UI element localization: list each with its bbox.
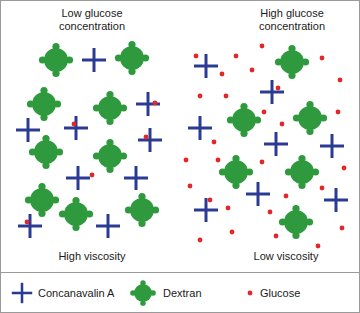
concanavalin-symbol [136,92,160,116]
concanavalin-symbol [320,134,344,158]
glucose-dot [90,173,95,178]
dextran-symbol [27,87,61,121]
concanavalin-symbol [96,214,120,238]
glucose-dot [220,72,225,77]
concanavalin-symbol [12,283,32,303]
glucose-dot [320,186,325,191]
dextran-symbol [39,43,73,77]
concanavalin-symbol [18,214,42,238]
glucose-dot [248,291,253,296]
glucose-dot [320,56,325,61]
concanavalin-symbol [138,128,162,152]
concanavalin-symbol [124,166,148,190]
panel-heading: High glucose concentration [242,7,342,33]
divider [0,272,360,273]
glucose-dot [72,122,77,127]
dextran-symbol [29,135,63,169]
glucose-dot [280,122,285,127]
glucose-dot [260,44,265,49]
concanavalin-symbol [194,54,218,78]
concanavalin-symbol [188,116,212,140]
glucose-dot [224,94,229,99]
glucose-dot [274,234,279,239]
dextran-symbol [219,155,253,189]
concanavalin-symbol [66,166,90,190]
dextran-symbol [93,91,127,125]
panel-caption: High viscosity [32,250,152,263]
concanavalin-symbol [260,80,284,104]
glucose-dot [342,166,347,171]
glucose-dot [208,198,213,203]
glucose-dot [340,226,345,231]
glucose-dot [198,238,203,243]
concanavalin-symbol [82,48,106,72]
dextran-symbol [285,155,319,189]
dextran-symbol [279,205,313,239]
glucose-dot [338,78,343,83]
glucose-dot [144,135,149,140]
dextran-symbol [93,139,127,173]
glucose-dot [198,94,203,99]
legend-samples [12,280,253,306]
glucose-dot [284,194,289,199]
concanavalin-symbol [16,118,40,142]
legend-label: Dextran [163,287,202,300]
dextran-symbol [25,183,59,217]
dextran-symbol [125,193,159,227]
glucose-dot [194,54,199,59]
glucose-dot [316,244,321,249]
panel-heading: Low glucose concentration [42,7,142,33]
legend-label: Concanavalin A [38,287,114,300]
concanavalin-symbol [64,116,88,140]
concanavalin-symbol [264,132,288,156]
glucose-dot [230,230,235,235]
glucose-dot [268,210,273,215]
glucose-dot [184,158,189,163]
glucose-dot [212,140,217,145]
glucose-dot [276,86,281,91]
molecules [16,41,348,249]
dextran-symbol [275,45,309,79]
panel-caption: Low viscosity [226,250,346,263]
glucose-dot [260,160,265,165]
glucose-dot [336,110,341,115]
concanavalin-symbol [324,188,348,212]
glucose-dot [216,158,221,163]
concanavalin-symbol [246,182,270,206]
dextran-symbol [59,197,93,231]
glucose-dot [226,206,231,211]
glucose-dot [234,54,239,59]
glucose-dot [250,68,255,73]
dextran-symbol [227,103,261,137]
glucose-dot [188,184,193,189]
dextran-symbol [115,41,149,75]
legend-label: Glucose [260,287,300,300]
dextran-symbol [293,101,327,135]
glucose-dot [153,101,158,106]
concanavalin-symbol [194,198,218,222]
dextran-symbol [130,280,156,306]
glucose-dot [25,220,30,225]
glucose-dot [262,110,267,115]
